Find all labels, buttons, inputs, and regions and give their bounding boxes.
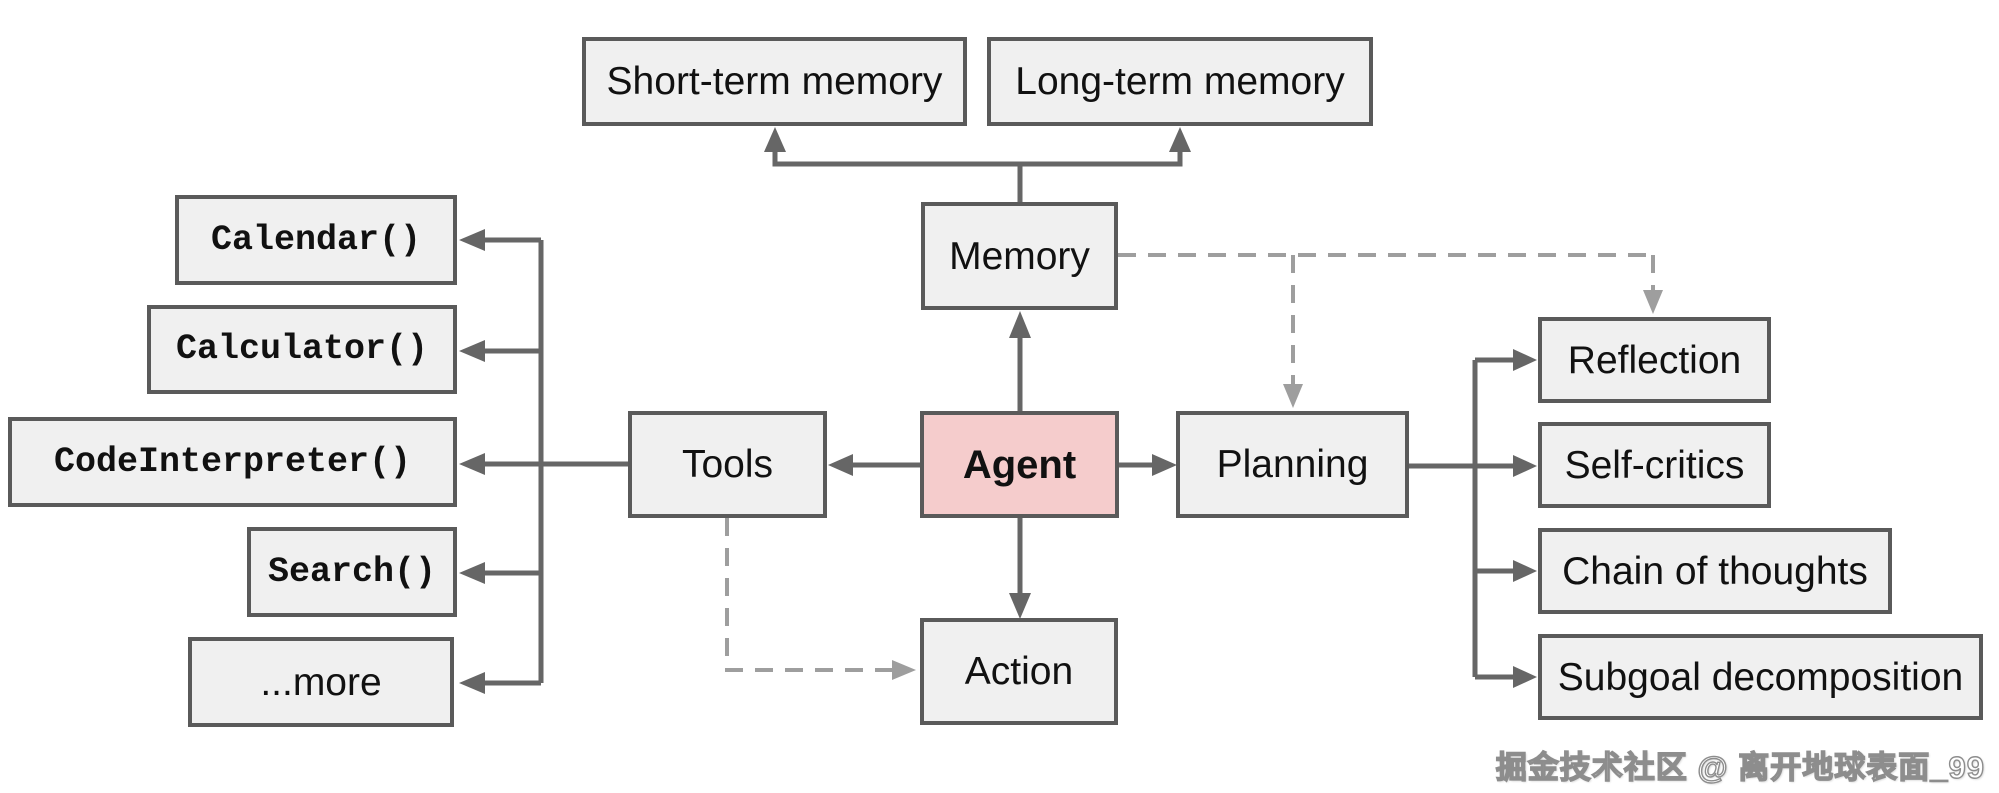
node-chain-of-thoughts: Chain of thoughts (1538, 528, 1892, 614)
arrowhead-reflection (1513, 349, 1537, 371)
node-reflection-label: Reflection (1567, 338, 1742, 382)
node-code-interpreter: CodeInterpreter() (8, 417, 457, 507)
arrowhead-dashed-reflection (1643, 290, 1663, 314)
watermark: 掘金技术社区 @ 离开地球表面_99 (1495, 749, 1985, 785)
arrowhead-more (459, 672, 485, 694)
edge-memory-branch (772, 150, 1183, 167)
edge-tools-action-dashed (725, 518, 894, 672)
node-more-label: ...more (260, 660, 382, 704)
node-tools-label: Tools (681, 443, 774, 486)
node-reflection: Reflection (1538, 317, 1771, 403)
node-planning: Planning (1176, 411, 1409, 518)
node-long-term-memory-label: Long-term memory (1015, 60, 1345, 103)
arrowhead-action (1009, 593, 1031, 619)
node-self-critics: Self-critics (1538, 422, 1771, 508)
arrowhead-calendar (459, 229, 485, 251)
node-calendar-label: Calendar() (210, 219, 422, 260)
node-calculator: Calculator() (147, 305, 457, 394)
node-self-critics-label: Self-critics (1564, 443, 1745, 487)
arrowhead-planning (1152, 454, 1177, 476)
arrowhead-chain (1513, 560, 1537, 582)
arrowhead-calculator (459, 340, 485, 362)
arrowhead-self-critics (1513, 455, 1537, 477)
node-short-term-memory: Short-term memory (582, 37, 967, 126)
node-memory-label: Memory (949, 234, 1090, 278)
arrowhead-dashed-action (892, 660, 916, 680)
node-calculator-label: Calculator() (175, 329, 429, 369)
node-planning-label: Planning (1216, 443, 1369, 486)
node-agent-label: Agent (962, 442, 1077, 487)
node-chain-of-thoughts-label: Chain of thoughts (1562, 549, 1868, 593)
arrowhead-code-interpreter (459, 453, 485, 475)
arrowhead-long-term (1169, 127, 1191, 152)
node-subgoal-decomposition-label: Subgoal decomposition (1557, 655, 1964, 699)
node-code-interpreter-label: CodeInterpreter() (53, 441, 412, 482)
node-action-label: Action (964, 650, 1074, 693)
node-subgoal-decomposition: Subgoal decomposition (1538, 634, 1983, 720)
node-search-label: Search() (267, 551, 437, 592)
node-action: Action (920, 618, 1118, 725)
arrowhead-tools (828, 454, 853, 476)
arrowhead-memory (1009, 311, 1031, 338)
node-tools: Tools (628, 411, 827, 518)
arrowhead-subgoal (1513, 666, 1537, 688)
arrowhead-dashed-planning (1283, 384, 1303, 408)
arrowhead-search (459, 562, 485, 584)
node-more: ...more (188, 637, 454, 727)
node-search: Search() (247, 527, 457, 617)
node-long-term-memory: Long-term memory (987, 37, 1373, 126)
node-short-term-memory-label: Short-term memory (606, 60, 943, 103)
node-calendar: Calendar() (175, 195, 457, 285)
arrowhead-short-term (764, 127, 786, 152)
node-agent: Agent (920, 411, 1119, 518)
node-memory: Memory (921, 202, 1118, 310)
